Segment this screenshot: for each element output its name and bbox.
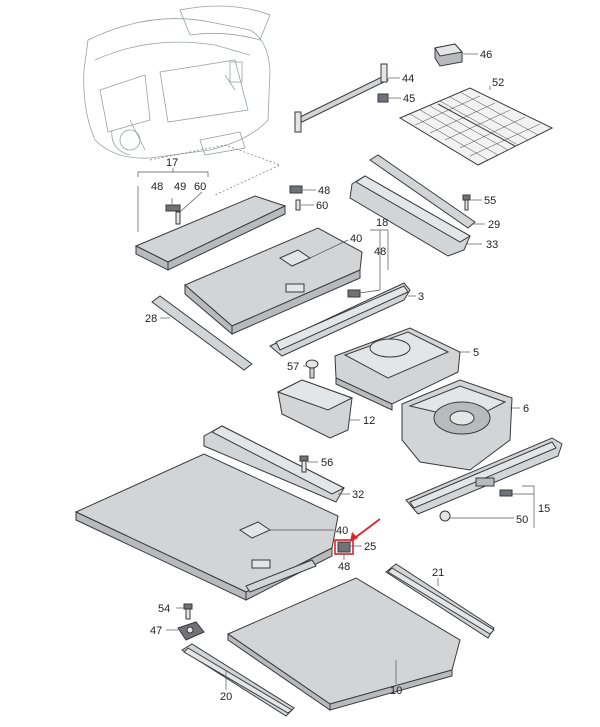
part-50-clip-a [499, 489, 513, 497]
callout-44: 44 [402, 73, 414, 85]
callout-48-c: 48 [374, 246, 386, 258]
callout-33: 33 [486, 239, 498, 251]
callout-28: 28 [145, 313, 157, 325]
callout-47: 47 [150, 625, 162, 637]
callout-10: 10 [390, 685, 402, 697]
callout-32: 32 [352, 489, 364, 501]
part-40-floor-panel [184, 227, 363, 336]
part-29-rail [369, 154, 476, 229]
part-5-tray [334, 327, 461, 411]
part-48-clip-b [347, 289, 361, 298]
callout-40-a: 40 [350, 233, 362, 245]
callout-46: 46 [480, 49, 492, 61]
callout-45: 45 [403, 93, 415, 105]
part-60-pin-a [175, 211, 181, 225]
part-45-clip [377, 93, 389, 103]
part-33-bracket [349, 175, 471, 257]
callout-20: 20 [220, 691, 232, 703]
part-46-block [434, 43, 463, 67]
part-60-pin-b [295, 199, 301, 211]
part-52-net [398, 87, 554, 166]
callout-60-b: 60 [316, 200, 328, 212]
part-54-screw [183, 603, 193, 620]
callout-48-a: 48 [151, 181, 163, 193]
callout-49: 49 [174, 181, 186, 193]
callout-56: 56 [321, 457, 333, 469]
callout-40-b: 40 [336, 525, 348, 537]
callout-18: 18 [376, 217, 388, 229]
part-3-trim [269, 282, 411, 357]
part-12-bin [276, 379, 354, 439]
part-25-clip [337, 541, 351, 553]
callout-21: 21 [432, 567, 444, 579]
callout-6: 6 [523, 403, 529, 415]
highlight-arrow-head [350, 532, 358, 542]
callout-57: 57 [287, 361, 299, 373]
part-57-clip [305, 359, 319, 379]
callout-5: 5 [473, 347, 479, 359]
callout-29: 29 [488, 219, 500, 231]
callout-54: 54 [158, 603, 170, 615]
callout-labels: 46 44 52 45 17 48 49 60 48 55 60 18 29 4… [145, 49, 550, 703]
callout-48-d: 48 [338, 561, 350, 573]
vehicle-outline [83, 5, 271, 159]
callout-3: 3 [418, 291, 424, 303]
callout-60-a: 60 [194, 181, 206, 193]
part-15-trim [405, 437, 563, 515]
part-44-rod [294, 63, 389, 133]
callout-17: 17 [166, 157, 178, 169]
part-32-bracket [203, 425, 346, 503]
part-6-well [401, 379, 513, 471]
group-17-bracket [137, 171, 209, 177]
callout-52: 52 [492, 77, 504, 89]
part-55-screw [462, 194, 471, 211]
part-49-clip [165, 204, 181, 212]
vehicle-link-line [149, 144, 281, 196]
callout-12: 12 [363, 415, 375, 427]
highlight-arrow [351, 518, 381, 541]
part-48-clip-a [289, 185, 303, 194]
part-20-rail [181, 643, 295, 717]
part-28-strip [151, 295, 253, 371]
callout-55: 55 [484, 195, 496, 207]
callout-50: 50 [516, 514, 528, 526]
part-17-floor-panel [134, 195, 287, 271]
callout-48-b: 48 [318, 185, 330, 197]
part-10-floor [226, 577, 461, 711]
callout-25: 25 [364, 541, 376, 553]
group-15-bracket [522, 485, 535, 528]
part-47-clip [177, 621, 205, 641]
callout-15: 15 [538, 503, 550, 515]
part-50-clip-b [439, 510, 451, 522]
part-21-rail [385, 563, 495, 639]
part-strap [245, 559, 317, 593]
part-56-screw [299, 455, 309, 473]
